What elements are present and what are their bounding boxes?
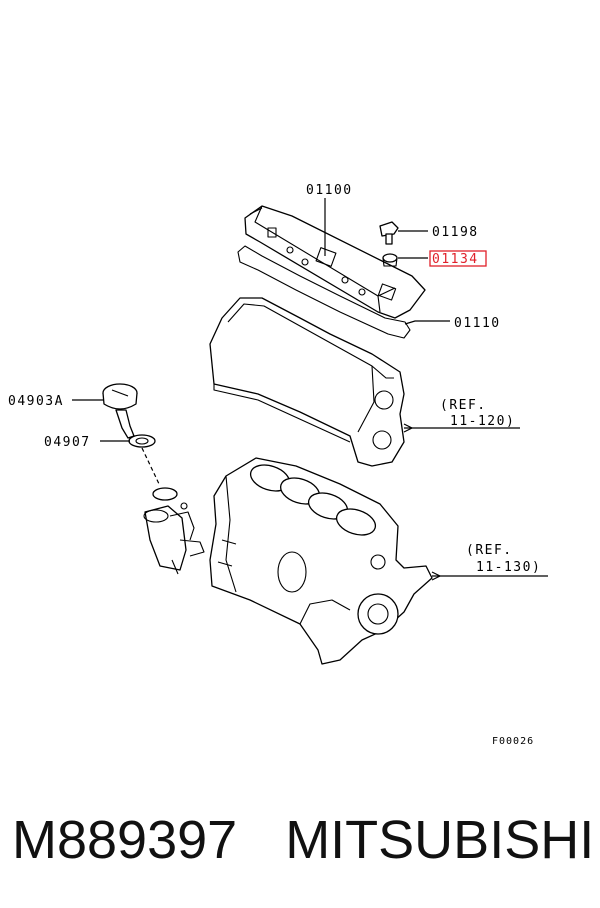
cylinder-head [209,297,405,467]
ref-11-120-line2[interactable]: 11-120) [450,414,515,429]
parts-diagram: 01100 01198 01134 01110 04903A 04907 (RE… [8,183,548,747]
ref-11-130-line2[interactable]: 11-130) [476,560,541,575]
ref-11-120-line1: (REF. [440,398,487,413]
callout-01100[interactable]: 01100 [306,183,353,198]
oil-filler-neck [141,447,205,575]
cylinder-block [209,457,433,665]
callout-04907[interactable]: 04907 [44,435,91,450]
callout-01134[interactable]: 01134 [432,252,479,267]
ref-11-130-line1: (REF. [466,543,513,558]
figure-code: F00026 [492,736,534,747]
brand-name: MITSUBISHI [285,810,595,870]
rocker-cover-gasket [237,245,411,339]
callout-01134-highlight [429,250,487,267]
oil-filler-cap [102,383,138,439]
rocker-cover [244,205,426,319]
washer-part [382,253,398,267]
callout-04903A[interactable]: 04903A [8,394,64,409]
caption-bar: M889397 MITSUBISHI [0,800,600,880]
part-number: M889397 [12,810,238,870]
callout-01198[interactable]: 01198 [432,225,479,240]
callout-01110[interactable]: 01110 [454,316,501,331]
bolt-part [379,221,399,245]
filler-cap-gasket [128,434,156,448]
